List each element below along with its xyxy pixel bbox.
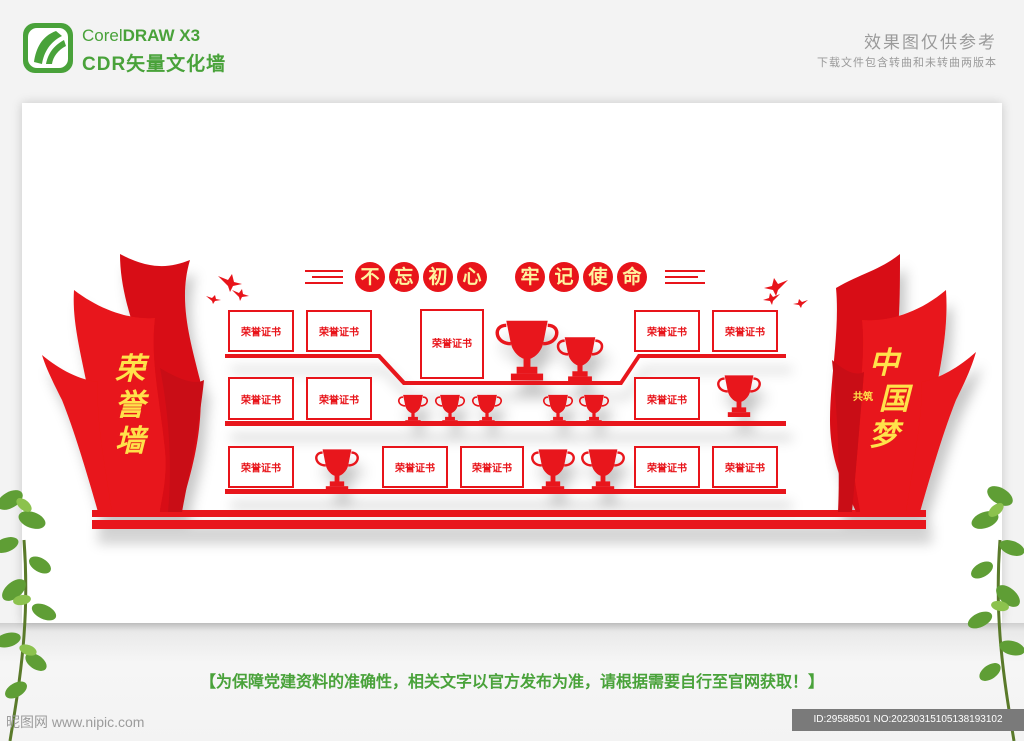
slogan-char: 不	[355, 262, 385, 292]
right-flag-subtitle: 共筑	[853, 392, 873, 403]
middle-shelf	[225, 421, 786, 426]
certificate-frame: 荣誉证书	[712, 310, 778, 352]
slogan-char: 初	[423, 262, 453, 292]
plant-right	[967, 486, 1024, 741]
left-flag-title: 荣 誉 墙	[115, 352, 145, 459]
coreldraw-logo-icon	[23, 23, 73, 73]
reference-note: 效果图仅供参考	[864, 33, 997, 53]
base-shelf	[92, 510, 926, 517]
certificate-frame: 荣誉证书	[228, 377, 294, 420]
slogan-char: 命	[617, 262, 647, 292]
brand-name: CorelDRAW X3	[82, 26, 201, 45]
slogan-char: 使	[583, 262, 613, 292]
bottom-shelf	[225, 489, 786, 494]
plant-left	[0, 490, 57, 741]
slogan-char: 心	[457, 262, 487, 292]
disclaimer-notice: 【为保障党建资料的准确性，相关文字以官方发布为准，请根据需要自行至官网获取！】	[199, 672, 824, 691]
bird-icons	[206, 274, 808, 308]
certificate-frame: 荣誉证书	[228, 446, 294, 488]
certificate-frame: 荣誉证书	[382, 446, 448, 488]
slogan-char: 牢	[515, 262, 545, 292]
left-flag	[73, 290, 166, 512]
certificate-frame: 荣誉证书	[712, 446, 778, 488]
image-id-badge: ID:29588501 NO:20230315105138193102	[792, 709, 1024, 731]
site-watermark: 昵图网 www.nipic.com	[6, 714, 145, 730]
slogan-char: 忘	[389, 262, 419, 292]
right-flag-title: 中 国 梦	[869, 346, 909, 453]
certificate-frame: 荣誉证书	[460, 446, 524, 488]
slogan-char: 记	[549, 262, 579, 292]
certificate-frame: 荣誉证书	[420, 309, 484, 379]
certificate-frame: 荣誉证书	[634, 377, 700, 420]
right-flag	[853, 290, 947, 512]
download-note: 下载文件包含转曲和未转曲两版本	[817, 56, 997, 69]
top-shelf	[225, 354, 786, 385]
certificate-frame: 荣誉证书	[228, 310, 294, 352]
certificate-frame: 荣誉证书	[306, 377, 372, 420]
certificate-frame: 荣誉证书	[306, 310, 372, 352]
certificate-frame: 荣誉证书	[634, 310, 700, 352]
brand-subtitle: CDR矢量文化墙	[82, 54, 227, 75]
certificate-frame: 荣誉证书	[634, 446, 700, 488]
